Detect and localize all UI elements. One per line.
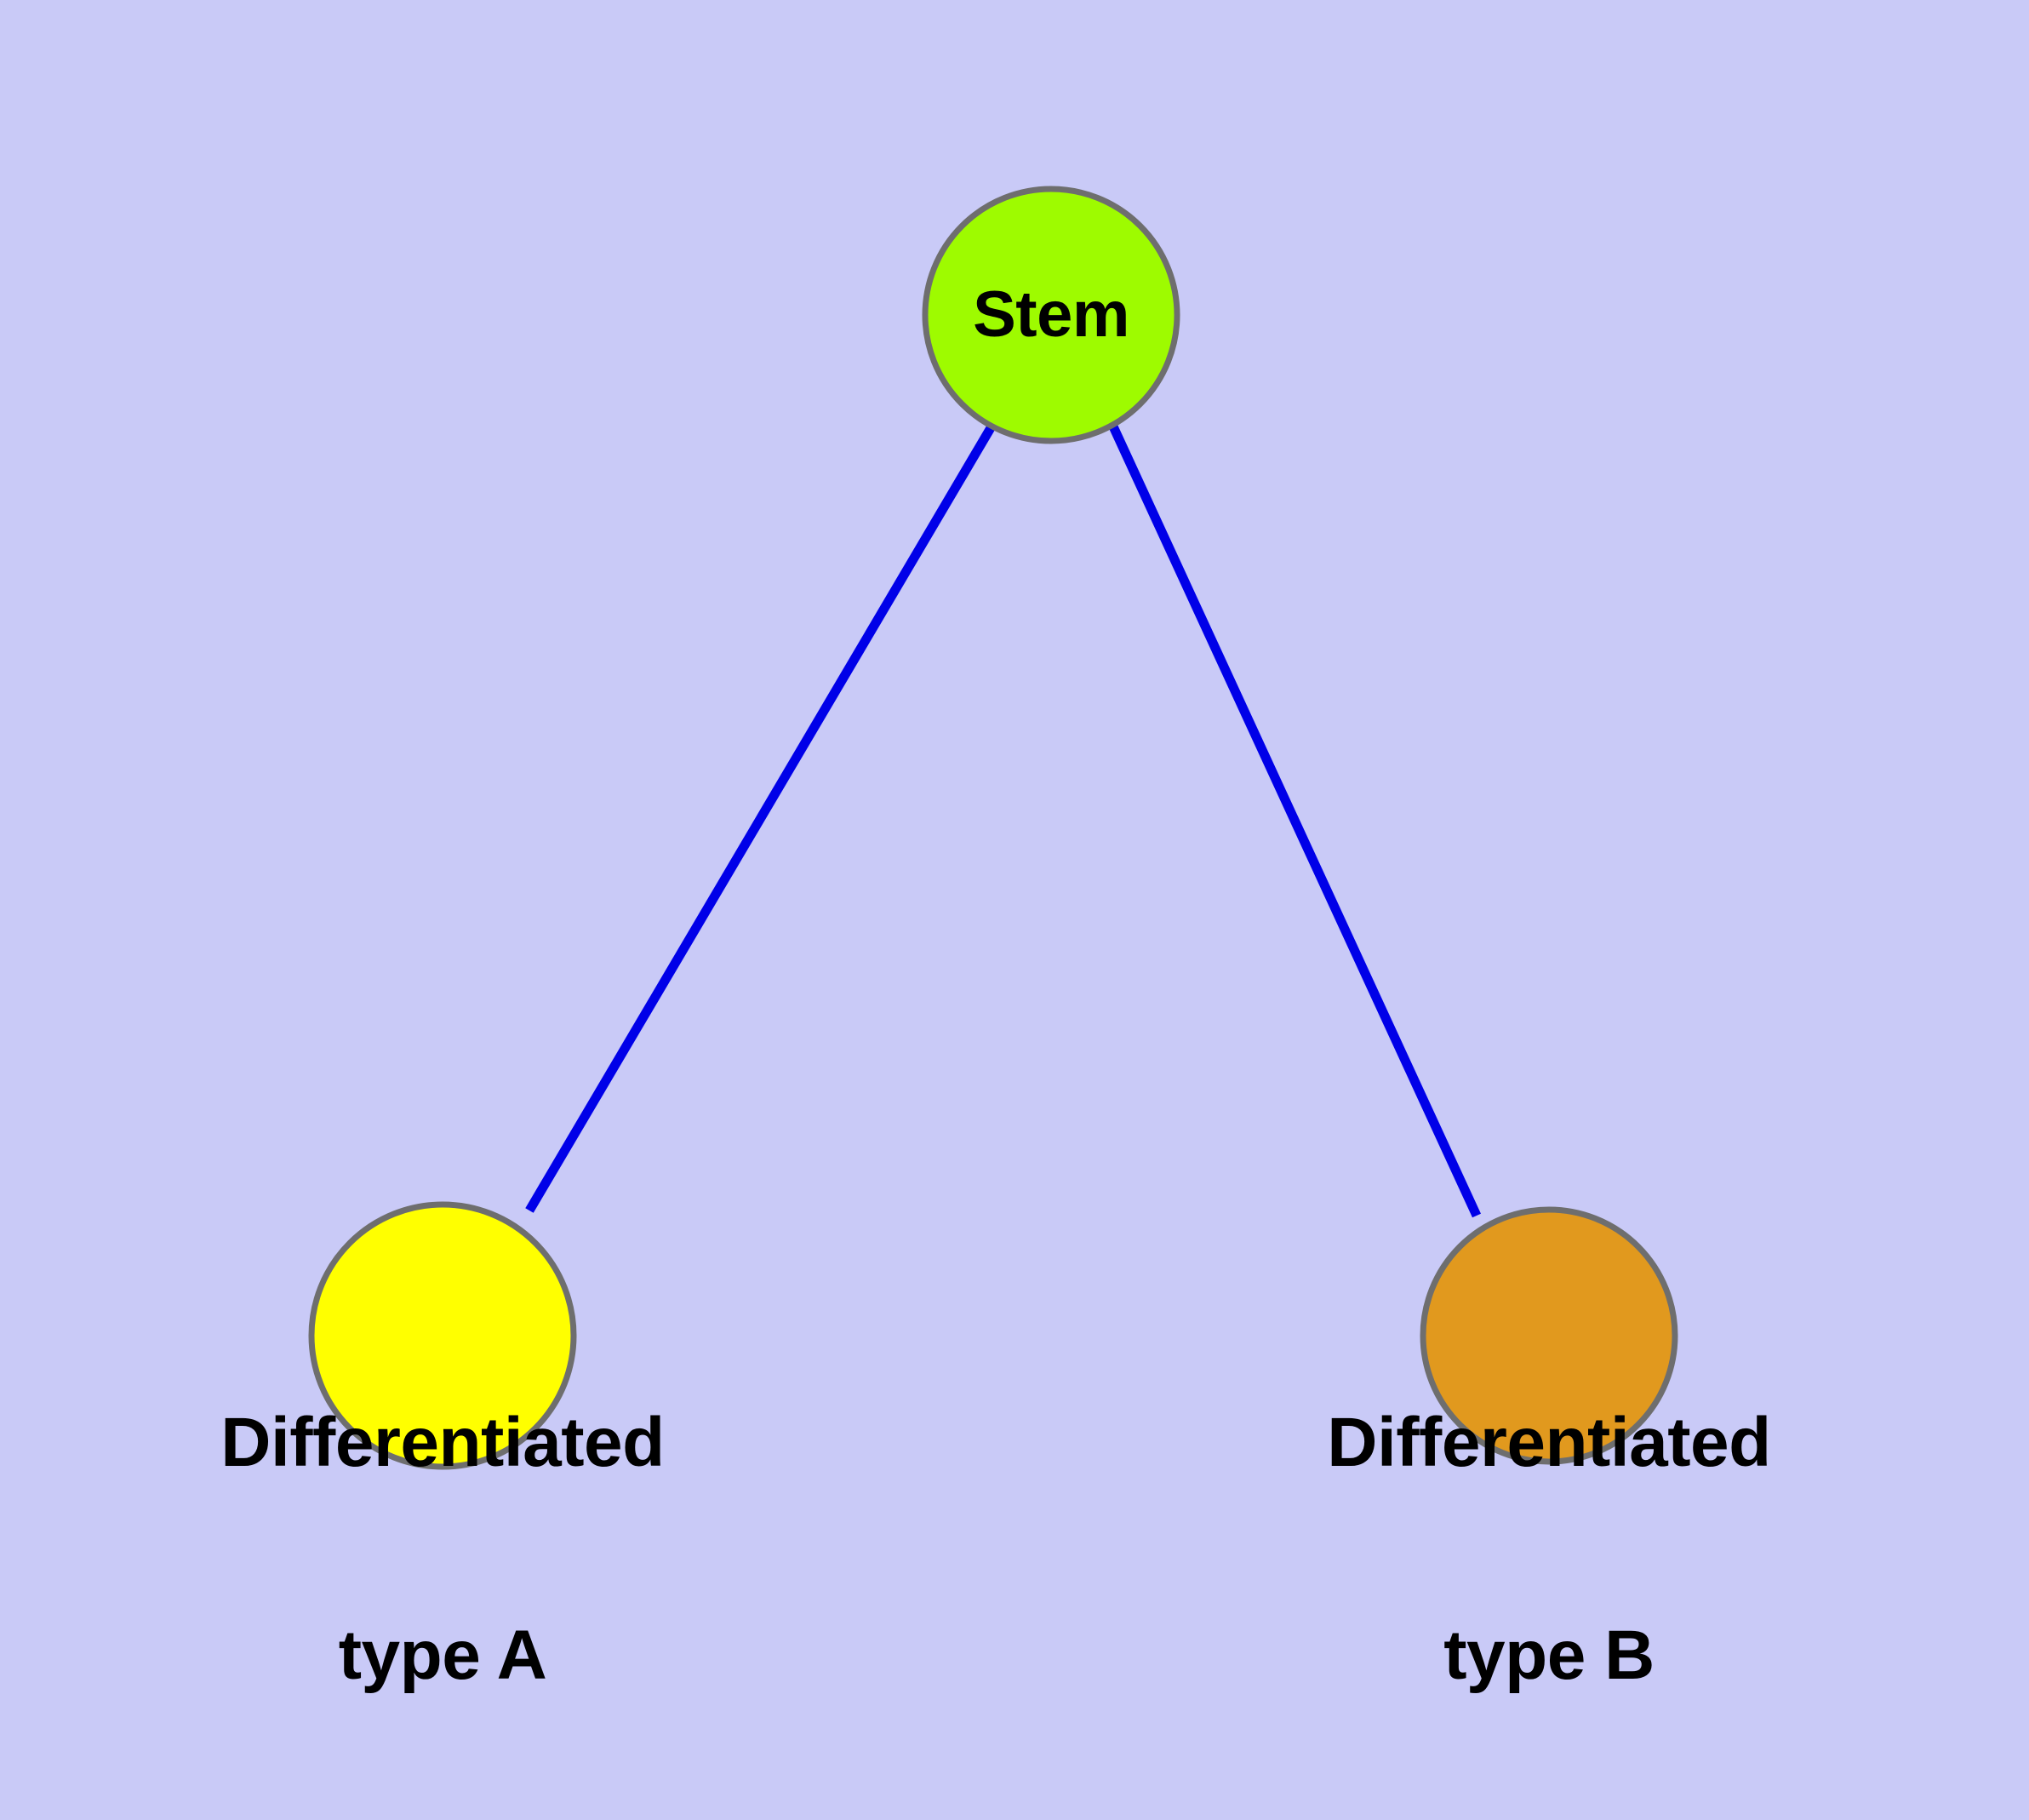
edge-stem-to-differentiated-type-a[interactable] xyxy=(525,424,996,1213)
node-differentiated-type-b[interactable] xyxy=(1420,1206,1678,1465)
nodes-group xyxy=(308,186,1678,1470)
node-differentiated-type-a[interactable] xyxy=(308,1201,577,1470)
edge-stem-to-differentiated-type-b[interactable] xyxy=(1109,424,1481,1218)
edges-group xyxy=(525,424,1481,1218)
node-stem[interactable] xyxy=(922,186,1180,444)
